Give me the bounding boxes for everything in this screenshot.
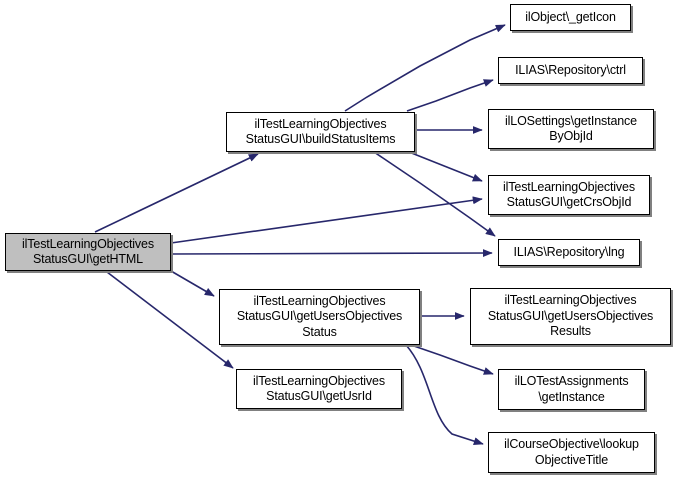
edge-getHTML-getCrsObjId: [170, 196, 483, 244]
edge-getUsersObjectivesStatus-lookupObjectiveTitle: [405, 344, 484, 445]
node-getIcon[interactable]: ilObject\_getIcon: [510, 4, 631, 31]
edge-getUsersObjectivesStatus-loTestAssignments: [410, 344, 494, 375]
edge-buildStatusItems-getCrsObjId: [408, 151, 483, 182]
edge-getHTML-getUsrId: [106, 271, 234, 369]
node-repository-lng[interactable]: ILIAS\Repository\lng: [498, 239, 640, 266]
node-lookupObjectiveTitle[interactable]: ilCourseObjective\lookup ObjectiveTitle: [488, 432, 655, 473]
node-getUsersObjectivesResults[interactable]: ilTestLearningObjectives StatusGUI\getUs…: [470, 288, 671, 345]
edge-getHTML-buildStatusItems: [94, 153, 259, 233]
node-loTestAssignments-getInstance[interactable]: ilLOTestAssignments \getInstance: [498, 369, 645, 410]
edge-getHTML-repoLng: [170, 249, 493, 258]
node-buildStatusItems[interactable]: ilTestLearningObjectives StatusGUI\build…: [226, 112, 415, 152]
node-repository-ctrl[interactable]: ILIAS\Repository\ctrl: [498, 57, 643, 84]
node-getCrsObjId[interactable]: ilTestLearningObjectives StatusGUI\getCr…: [488, 175, 650, 215]
edge-buildStatusItems-getIcon: [344, 24, 506, 112]
node-getUsersObjectivesStatus[interactable]: ilTestLearningObjectives StatusGUI\getUs…: [219, 289, 420, 345]
edge-buildStatusItems-repoLng: [373, 151, 496, 237]
node-loSettings-getInstanceByObjId[interactable]: ilLOSettings\getInstance ByObjId: [488, 109, 654, 149]
edge-buildStatusItems-repoCtrl: [406, 79, 494, 112]
node-getUsrId[interactable]: ilTestLearningObjectives StatusGUI\getUs…: [236, 369, 402, 409]
edge-getHTML-getUsersObjectivesStatus: [170, 270, 215, 297]
node-getHTML[interactable]: ilTestLearningObjectives StatusGUI\getHT…: [5, 233, 171, 271]
